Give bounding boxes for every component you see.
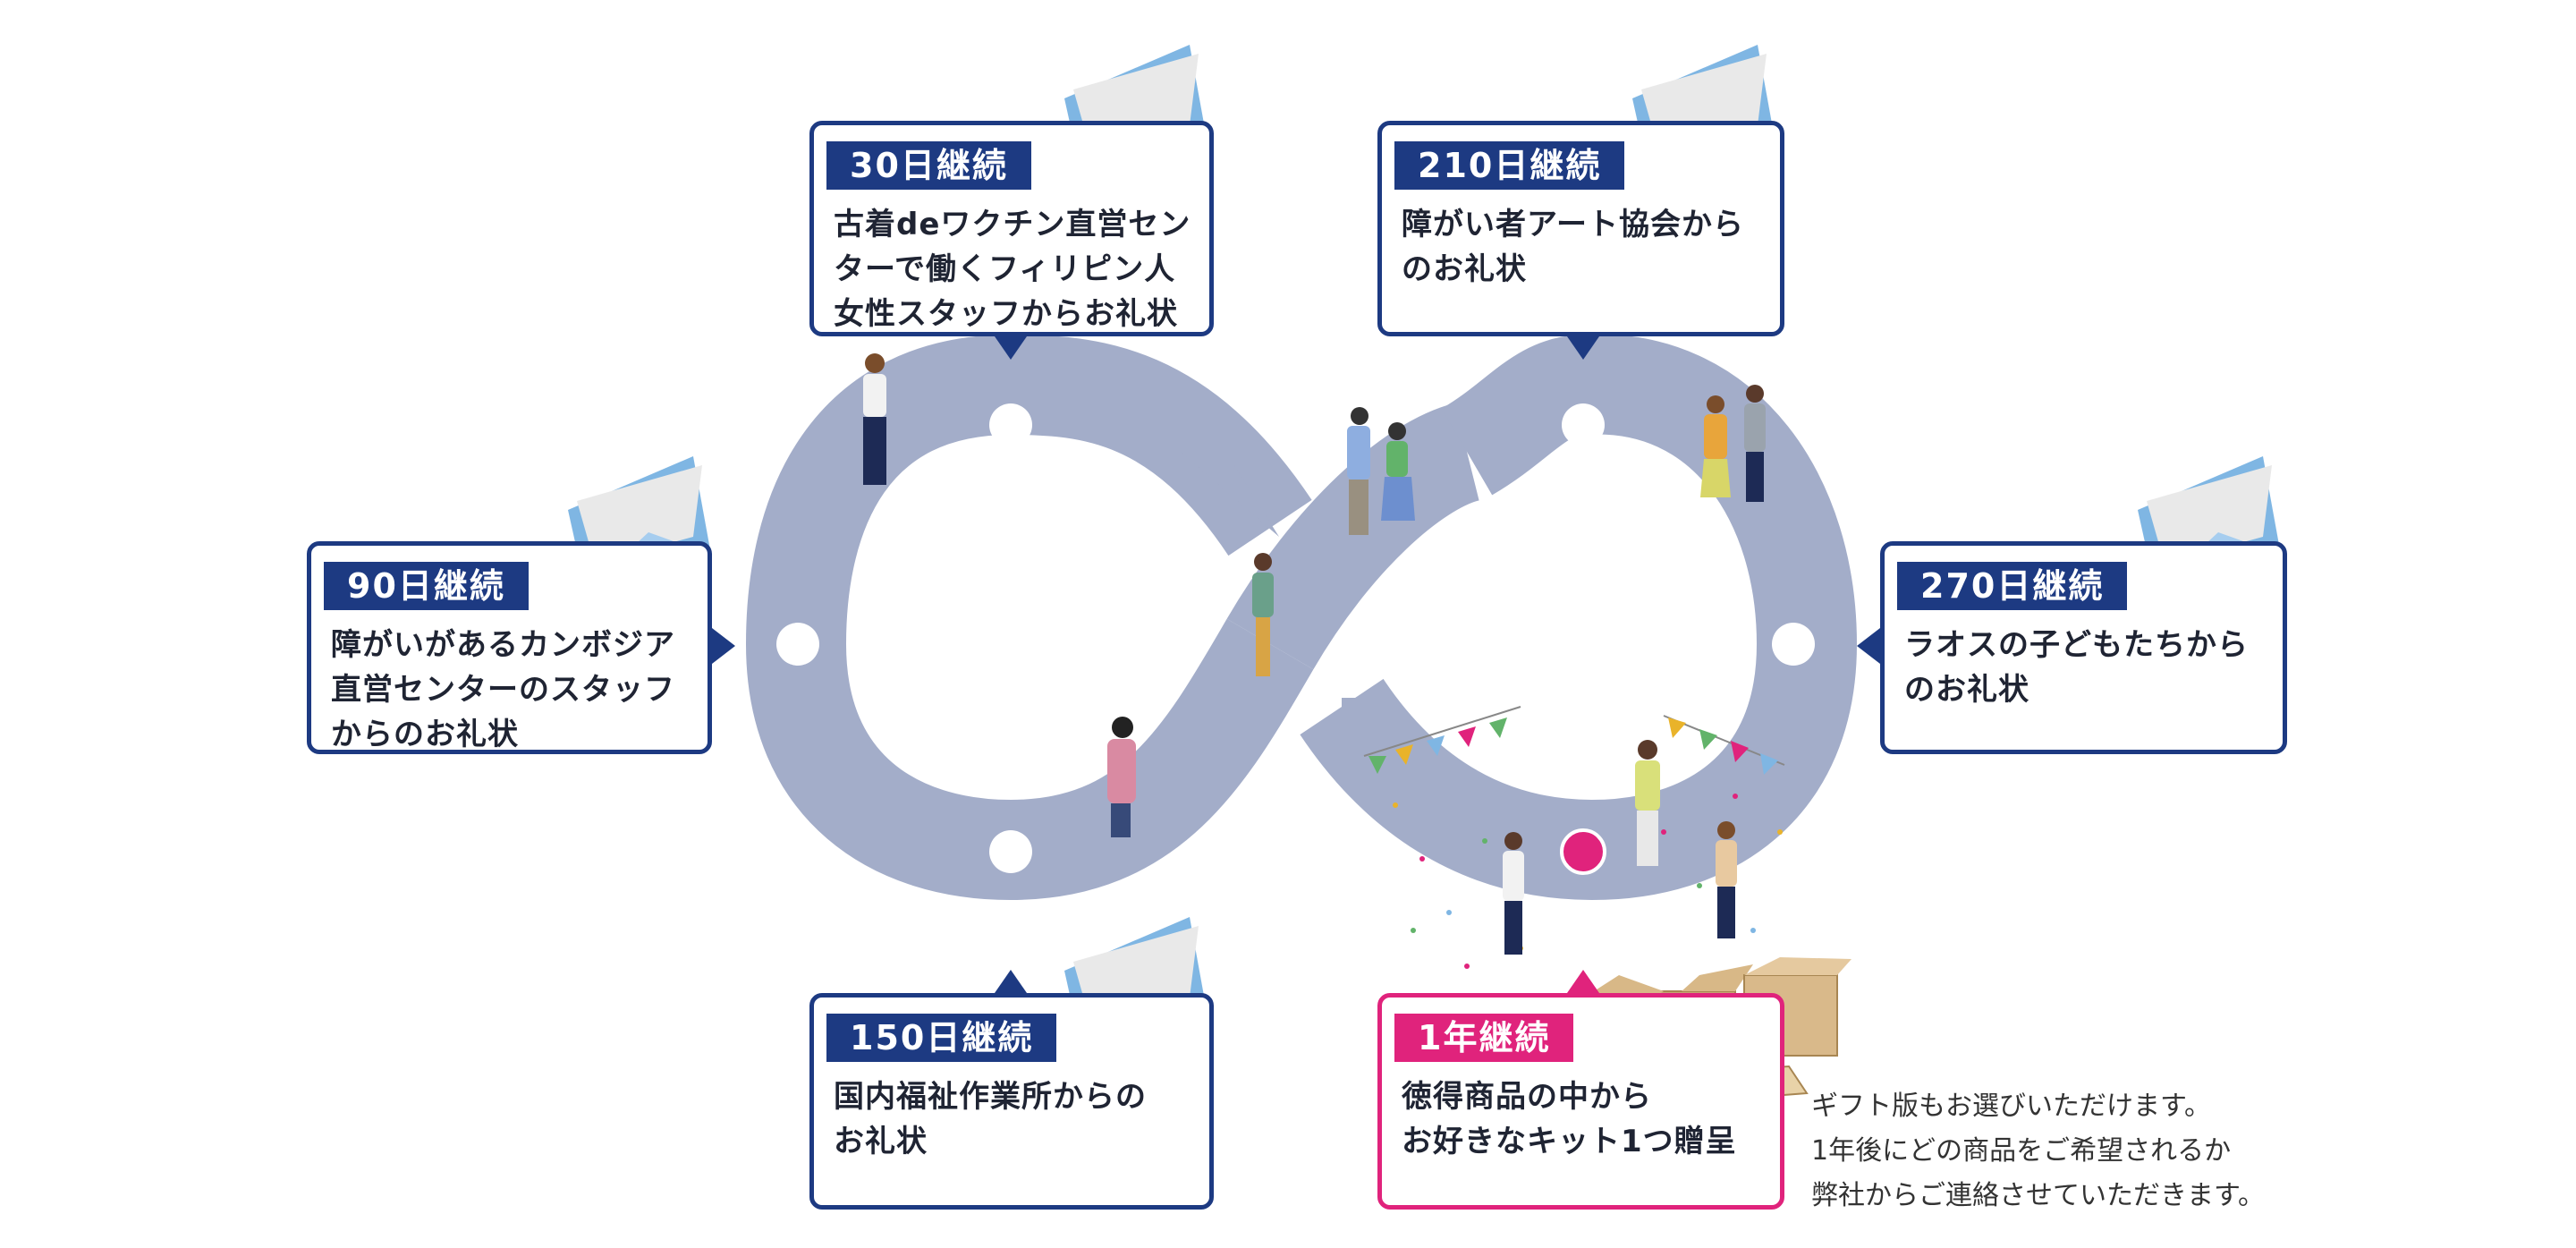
milestone-card-270: 270日継続 ラオスの子どもたちから のお礼状 xyxy=(1880,541,2287,754)
milestone-dot-1year xyxy=(1560,828,1606,875)
milestone-description: 古着deワクチン直営セン ターで働くフィリピン人 女性スタッフからお礼状 xyxy=(834,202,1197,336)
milestone-label: 30日継続 xyxy=(826,141,1031,190)
description-line: お礼状 xyxy=(834,1124,928,1159)
description-line: のお礼状 xyxy=(1402,251,1527,287)
description-line: ターで働くフィリピン人 xyxy=(834,251,1176,287)
milestone-dot-210 xyxy=(1562,403,1605,446)
person-icon xyxy=(1700,395,1731,497)
description-line: 直営センターのスタッフ xyxy=(331,672,675,708)
milestone-description: 障がいがあるカンボジア 直営センターのスタッフ からのお礼状 xyxy=(331,623,695,757)
milestone-dot-90 xyxy=(776,623,819,666)
description-line: ラオスの子どもたちから xyxy=(1904,627,2249,663)
description-line: お好きなキット1つ贈呈 xyxy=(1402,1124,1737,1159)
person-icon xyxy=(1744,385,1766,502)
milestone-description: 障がい者アート協会から のお礼状 xyxy=(1402,202,1767,292)
description-line: 古着deワクチン直営セン xyxy=(834,207,1191,242)
milestone-card-150: 150日継続 国内福祉作業所からの お礼状 xyxy=(809,993,1214,1210)
description-line: 障がい者アート協会から xyxy=(1402,207,1744,242)
milestone-dot-270 xyxy=(1772,623,1815,666)
milestone-card-1year: 1年継続 徳得商品の中から お好きなキット1つ贈呈 xyxy=(1377,993,1784,1210)
person-icon xyxy=(1107,717,1136,837)
bunting-flag-icon xyxy=(1363,706,1785,775)
note-line: 1年後にどの商品をご希望されるか xyxy=(1811,1135,2232,1167)
loop-right-lobe xyxy=(1300,334,1858,901)
milestone-description: 国内福祉作業所からの お礼状 xyxy=(834,1074,1197,1164)
note-line: 弊社からご連絡させていただきます。 xyxy=(1811,1180,2265,1211)
description-line: のお礼状 xyxy=(1904,672,2029,708)
description-line: 女性スタッフからお礼状 xyxy=(834,296,1178,332)
milestone-label: 1年継続 xyxy=(1394,1014,1574,1062)
milestone-dot-30 xyxy=(989,403,1032,446)
milestone-label: 150日継続 xyxy=(826,1014,1057,1062)
description-line: からのお礼状 xyxy=(331,717,519,752)
milestone-label: 90日継続 xyxy=(324,562,529,610)
person-icon xyxy=(1635,740,1660,866)
card-pointers xyxy=(712,336,1880,993)
note-line: ギフト版もお選びいただけます。 xyxy=(1811,1091,2211,1122)
milestone-label: 270日継続 xyxy=(1897,562,2128,610)
loop-arrowhead-right xyxy=(1342,698,1395,751)
milestone-label: 210日継続 xyxy=(1394,141,1625,190)
description-line: 国内福祉作業所からの xyxy=(834,1079,1147,1115)
milestone-description: 徳得商品の中から お好きなキット1つ贈呈 xyxy=(1402,1074,1767,1164)
loop-crossing xyxy=(1226,403,1482,670)
person-icon xyxy=(1347,407,1370,535)
person-icon xyxy=(1381,422,1415,521)
milestone-card-210: 210日継続 障がい者アート協会から のお礼状 xyxy=(1377,121,1784,336)
person-icon xyxy=(1716,821,1737,938)
milestone-dot-150 xyxy=(989,830,1032,873)
milestone-dots xyxy=(776,403,1815,873)
description-line: 徳得商品の中から xyxy=(1402,1079,1652,1115)
gift-note: ギフト版もお選びいただけます。 1年後にどの商品をご希望されるか 弊社からご連絡… xyxy=(1811,1084,2265,1218)
person-icon xyxy=(863,353,886,485)
person-icon xyxy=(1503,832,1524,955)
milestone-description: ラオスの子どもたちから のお礼状 xyxy=(1904,623,2270,712)
description-line: 障がいがあるカンボジア xyxy=(331,627,675,663)
loop-arrowhead-left xyxy=(1181,452,1279,537)
person-icon xyxy=(1252,553,1274,676)
milestone-card-90: 90日継続 障がいがあるカンボジア 直営センターのスタッフ からのお礼状 xyxy=(307,541,712,754)
milestone-card-30: 30日継続 古着deワクチン直営セン ターで働くフィリピン人 女性スタッフからお… xyxy=(809,121,1214,336)
